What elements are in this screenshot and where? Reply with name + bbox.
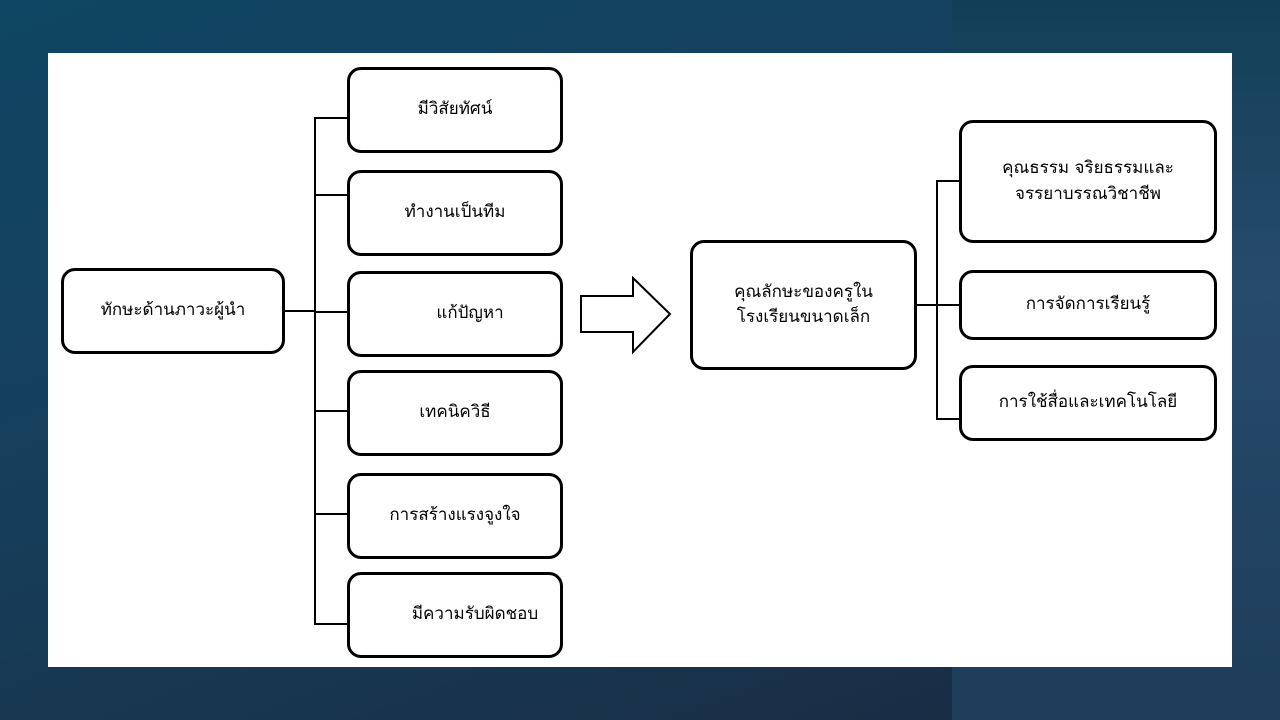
skill-label: การสร้างแรงจูงใจ — [389, 505, 521, 526]
connector — [315, 410, 347, 412]
root-label: ทักษะด้านภาวะผู้นำ — [100, 300, 246, 321]
outcome-box: การใช้สื่อและเทคโนโลยี — [959, 365, 1217, 441]
skill-box: มีความรับผิดชอบ — [347, 572, 563, 658]
connector — [917, 304, 937, 306]
spine-right — [936, 180, 938, 420]
outcome-label-line2: จรรยาบรรณวิชาชีพ — [1015, 183, 1161, 204]
connector — [315, 311, 347, 313]
center-box: คุณลักษะของครูใน โรงเรียนขนาดเล็ก — [690, 240, 917, 370]
center-label-line2: โรงเรียนขนาดเล็ก — [736, 307, 871, 327]
outcome-label: การใช้สื่อและเทคโนโลยี — [998, 392, 1178, 413]
skill-label: ทำงานเป็นทีม — [404, 202, 506, 223]
connector — [315, 194, 347, 196]
connector — [315, 117, 347, 119]
outcome-label-line1: คุณธรรม จริยธรรมและ — [1002, 158, 1174, 178]
skill-label: มีวิสัยทัศน์ — [417, 99, 493, 120]
center-label-line1: คุณลักษะของครูใน — [734, 281, 873, 302]
connector — [937, 304, 959, 306]
connector — [937, 418, 959, 420]
outcome-label: การจัดการเรียนรู้ — [1025, 294, 1151, 315]
skill-box: แก้ปัญหา — [347, 271, 563, 357]
connector — [285, 310, 315, 312]
root-box: ทักษะด้านภาวะผู้นำ — [61, 268, 285, 354]
skill-label: เทคนิควิธี — [419, 402, 491, 423]
outcome-box: คุณธรรม จริยธรรมและ จรรยาบรรณวิชาชีพ — [959, 120, 1217, 243]
skill-box: การสร้างแรงจูงใจ — [347, 473, 563, 559]
connector — [937, 180, 959, 182]
spine-left — [314, 117, 316, 625]
arrow-right-icon — [580, 276, 672, 355]
outcome-box: การจัดการเรียนรู้ — [959, 270, 1217, 340]
connector — [315, 623, 347, 625]
skill-label: แก้ปัญหา — [436, 303, 504, 324]
skill-box: เทคนิควิธี — [347, 370, 563, 456]
connector — [315, 513, 347, 515]
skill-box: ทำงานเป็นทีม — [347, 170, 563, 256]
skill-box: มีวิสัยทัศน์ — [347, 67, 563, 153]
skill-label: มีความรับผิดชอบ — [411, 604, 539, 625]
